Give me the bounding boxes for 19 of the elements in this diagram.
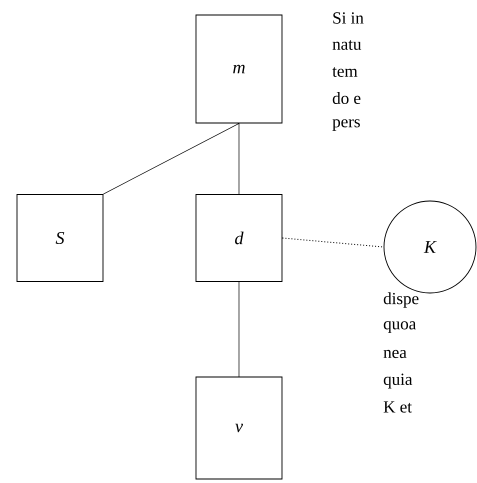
text-fragment: K et [384,401,412,413]
connector-line [282,238,384,248]
text-fragment: Si in [333,12,364,24]
text-fragment: quia [384,374,412,388]
connector-line [238,282,240,377]
square-box: d [196,194,282,282]
text-fragment: do e [332,92,360,104]
text-fragment: dispe [384,292,418,308]
text-fragment: tem [332,67,358,77]
square-box: m [196,14,282,124]
connector-line [238,123,240,194]
text-fragment: quoa [384,321,416,333]
connector-line [103,123,240,194]
square-box: S [16,194,104,282]
square-box: v [196,376,282,480]
text-fragment: nea [384,350,407,358]
circle-node: K [384,200,476,294]
text-fragment: pers [332,119,360,131]
text-fragment: natu [332,40,362,50]
